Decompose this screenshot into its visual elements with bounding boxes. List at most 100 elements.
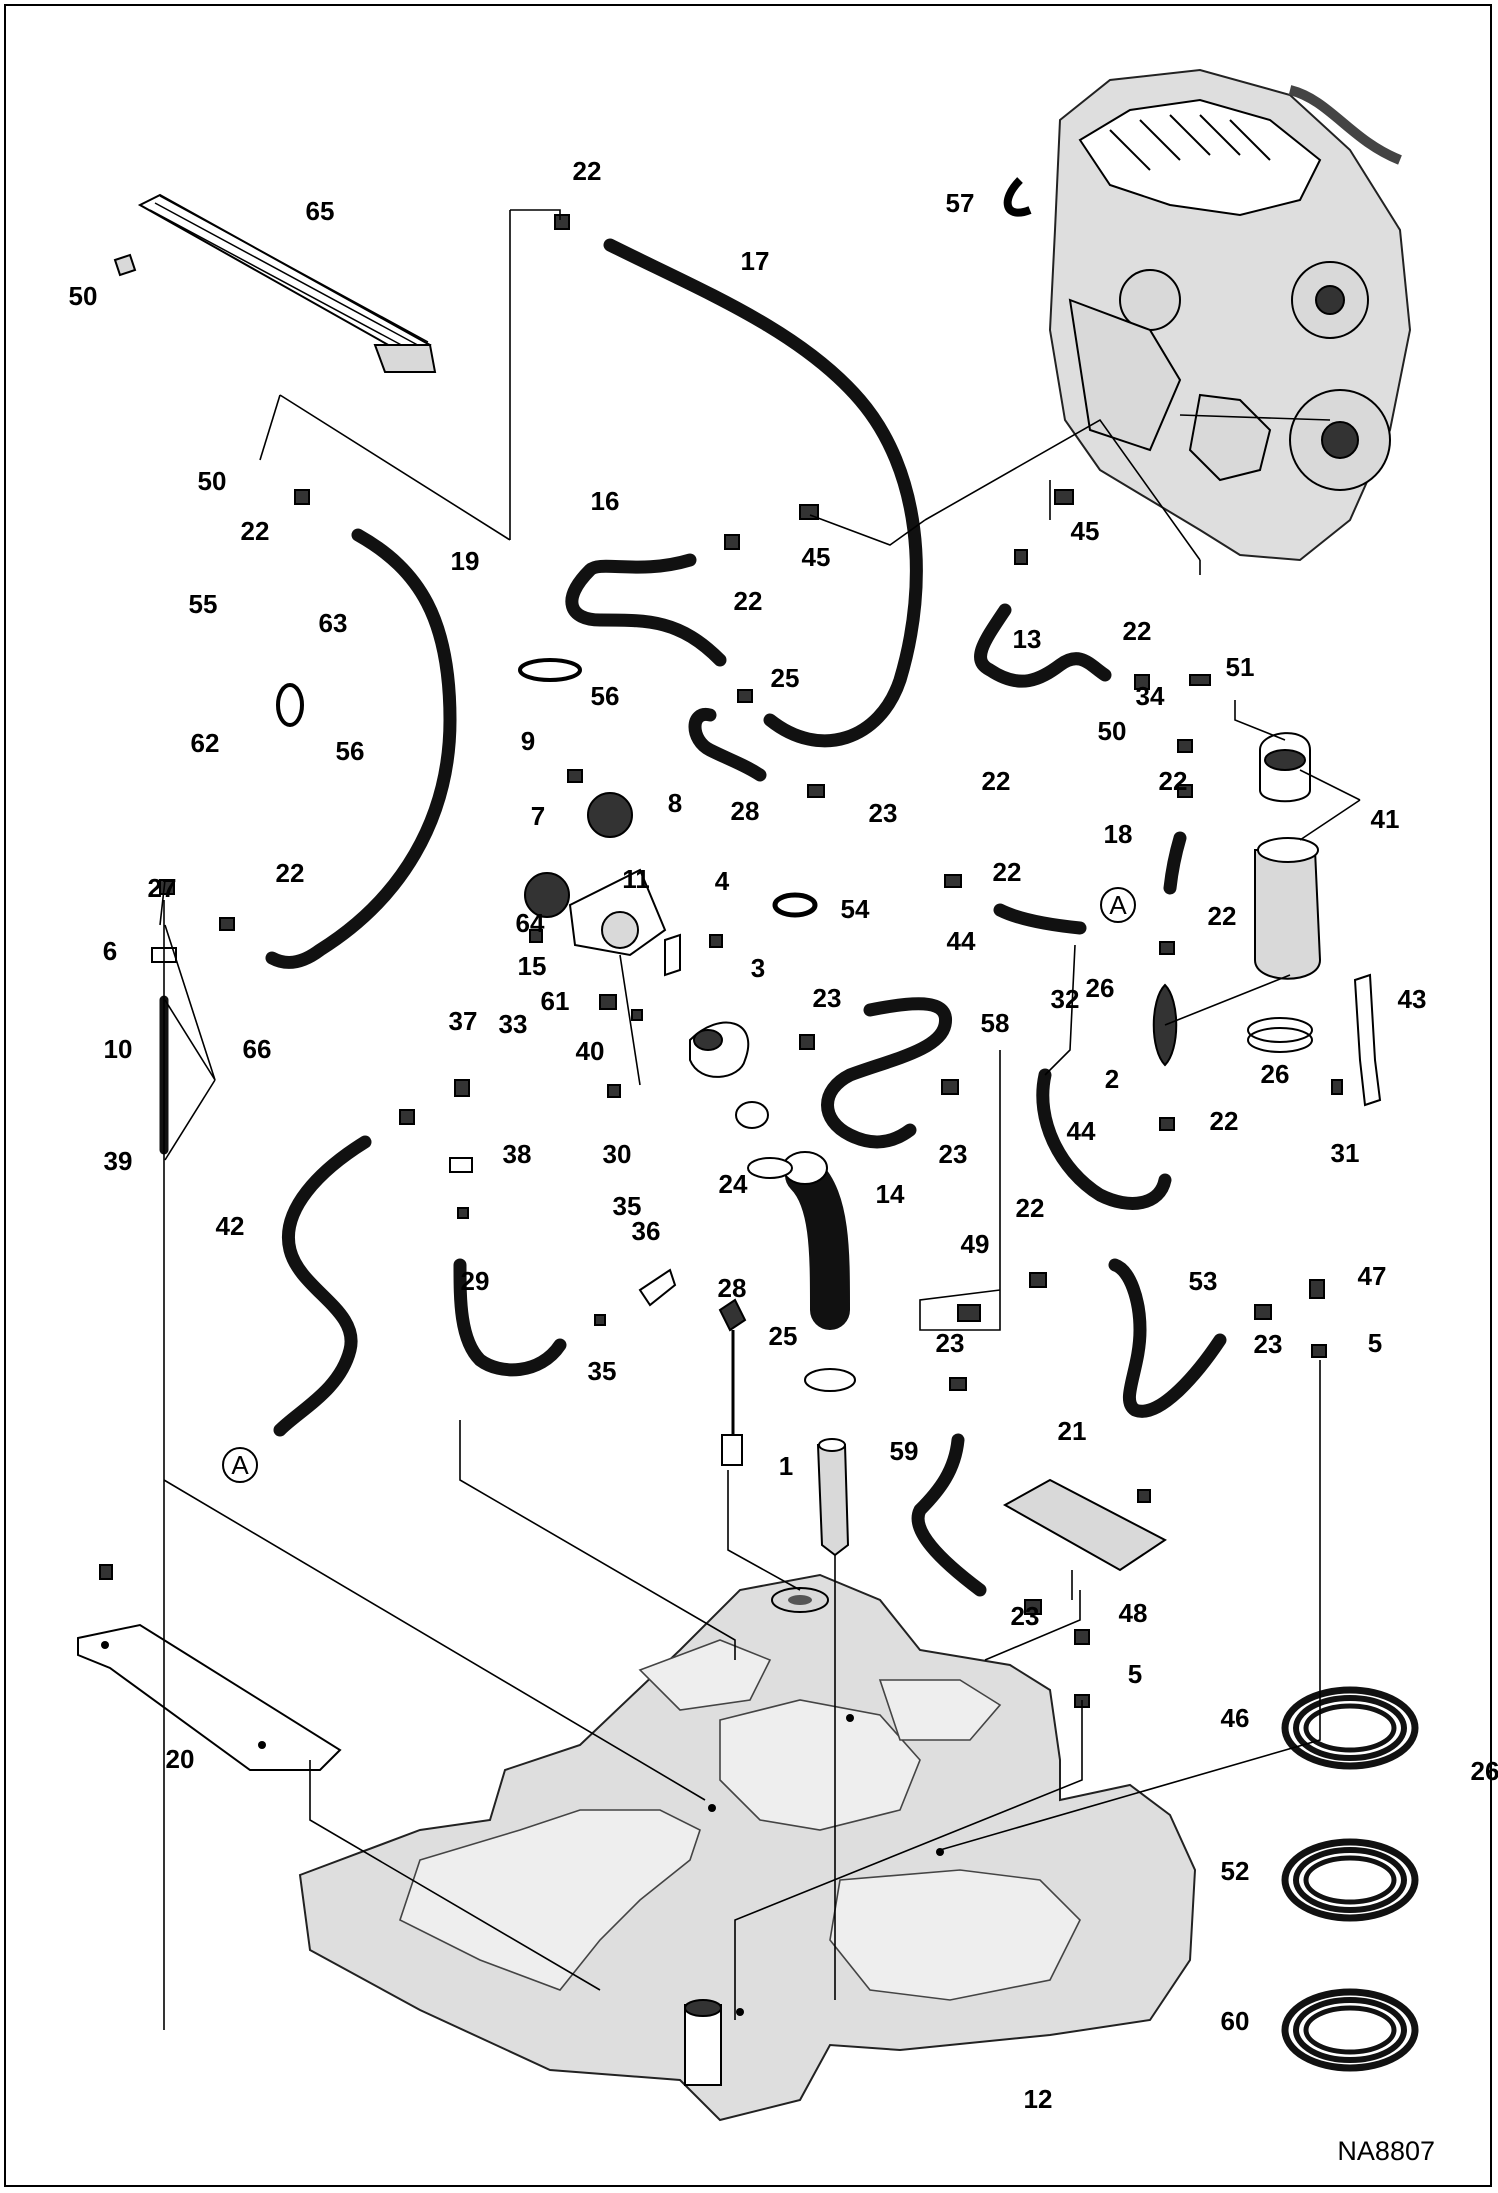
- part-label: 47: [1358, 1261, 1387, 1291]
- part-label: 43: [1398, 984, 1427, 1014]
- part-label: 60: [1221, 2006, 1250, 2036]
- part-label: 22: [982, 766, 1011, 796]
- bracket-43: [1353, 973, 1382, 1107]
- fuel-tank-12: [298, 1573, 1197, 2122]
- part-label: 66: [243, 1034, 272, 1064]
- part-label: 28: [718, 1273, 747, 1303]
- part-label: 34: [1136, 681, 1165, 711]
- hose-33: [453, 1258, 567, 1377]
- heat-shield-21: [1002, 1478, 1167, 1572]
- part-label: 50: [1098, 716, 1127, 746]
- part-label: 23: [1011, 1601, 1040, 1631]
- part-label: 15: [518, 951, 547, 981]
- filler-neck-3: [689, 1021, 769, 1129]
- part-label: 26: [1471, 1756, 1498, 1786]
- hose-13: [974, 603, 1112, 688]
- part-label: 22: [734, 586, 763, 616]
- part-label: 32: [1051, 984, 1080, 1014]
- part-label: 44: [1067, 1116, 1096, 1146]
- leader-lines: [159, 209, 1361, 2030]
- part-label: 13: [1013, 624, 1042, 654]
- hose-17: [603, 238, 923, 748]
- part-label: 11: [622, 864, 650, 894]
- part-label: 8: [668, 788, 682, 818]
- part-label: 46: [1221, 1703, 1250, 1733]
- part-label: 26: [1261, 1059, 1290, 1089]
- part-label: 36: [632, 1216, 661, 1246]
- connector-callout-lower: A: [222, 1447, 258, 1483]
- part-label: 35: [588, 1356, 617, 1386]
- part-label: 29: [461, 1266, 490, 1296]
- part-label: 9: [521, 726, 535, 756]
- part-label: 41: [1371, 804, 1400, 834]
- part-label: 19: [451, 546, 480, 576]
- part-label: 31: [1331, 1138, 1360, 1168]
- clamp-25: [747, 1157, 856, 1392]
- hose-18: [1163, 831, 1187, 895]
- part-label: 20: [166, 1744, 195, 1774]
- part-label: 23: [936, 1328, 965, 1358]
- part-label: 49: [961, 1229, 990, 1259]
- part-label: 56: [336, 736, 365, 766]
- part-label: 58: [981, 1008, 1010, 1038]
- part-label: 24: [719, 1169, 748, 1199]
- hose-coil-52: [1281, 1838, 1419, 1922]
- part-label: 52: [1221, 1856, 1250, 1886]
- fuel-caps: [524, 792, 681, 977]
- part-label: 22: [276, 858, 305, 888]
- part-label: 65: [306, 196, 335, 226]
- part-label: 35: [613, 1191, 642, 1221]
- hose-44-lower: [1036, 1068, 1172, 1210]
- part-label: 1: [779, 1451, 793, 1481]
- bracket-20: [77, 1623, 342, 1771]
- hose-19: [265, 528, 457, 969]
- part-label: 64: [516, 908, 545, 938]
- part-label: 22: [1210, 1106, 1239, 1136]
- part-label: 63: [319, 608, 348, 638]
- part-label: 22: [1159, 766, 1188, 796]
- part-label: 7: [531, 801, 545, 831]
- part-label: 23: [869, 798, 898, 828]
- part-label: 33: [499, 1009, 528, 1039]
- part-label: 59: [890, 1436, 919, 1466]
- part-label: 25: [771, 663, 800, 693]
- connector-letter-lower: A: [231, 1450, 249, 1480]
- part-label: 55: [189, 589, 218, 619]
- hose-53: [1108, 1258, 1227, 1418]
- hose-42: [273, 1135, 372, 1437]
- part-label: 50: [69, 281, 98, 311]
- part-label: 21: [1058, 1416, 1087, 1446]
- hose-32: [688, 708, 767, 782]
- part-label: 38: [503, 1139, 532, 1169]
- part-label: 28: [731, 796, 760, 826]
- part-label: 5: [1128, 1659, 1142, 1689]
- part-label: 6: [103, 936, 117, 966]
- part-label: 27: [148, 873, 177, 903]
- part-label: 4: [715, 866, 730, 896]
- part-label: 42: [216, 1211, 245, 1241]
- drawing-code: NA8807: [1337, 2136, 1435, 2166]
- part-label: 22: [573, 156, 602, 186]
- part-label: 14: [876, 1179, 905, 1209]
- fuel-filter-41: [1254, 732, 1322, 980]
- part-label: 26: [1086, 973, 1115, 1003]
- part-label: 3: [751, 953, 765, 983]
- engine-illustration: [1003, 68, 1412, 562]
- part-label: 45: [802, 542, 831, 572]
- hose-44-upper: [993, 903, 1087, 935]
- part-label: 23: [813, 983, 842, 1013]
- part-label: 22: [1208, 901, 1237, 931]
- fuel-sender-31: [718, 1298, 747, 1466]
- part-label: 22: [241, 516, 270, 546]
- part-label: 23: [939, 1139, 968, 1169]
- tie-56: [276, 658, 582, 727]
- part-label: 37: [449, 1006, 478, 1036]
- part-label: 18: [1104, 819, 1133, 849]
- part-label: 39: [104, 1146, 133, 1176]
- hose-coil-60: [1281, 1988, 1419, 2072]
- connector-callout-upper: A: [1100, 887, 1136, 923]
- clamp-27: [1247, 1017, 1313, 1053]
- hose-59: [911, 1433, 987, 1597]
- clamp-54: [772, 892, 818, 918]
